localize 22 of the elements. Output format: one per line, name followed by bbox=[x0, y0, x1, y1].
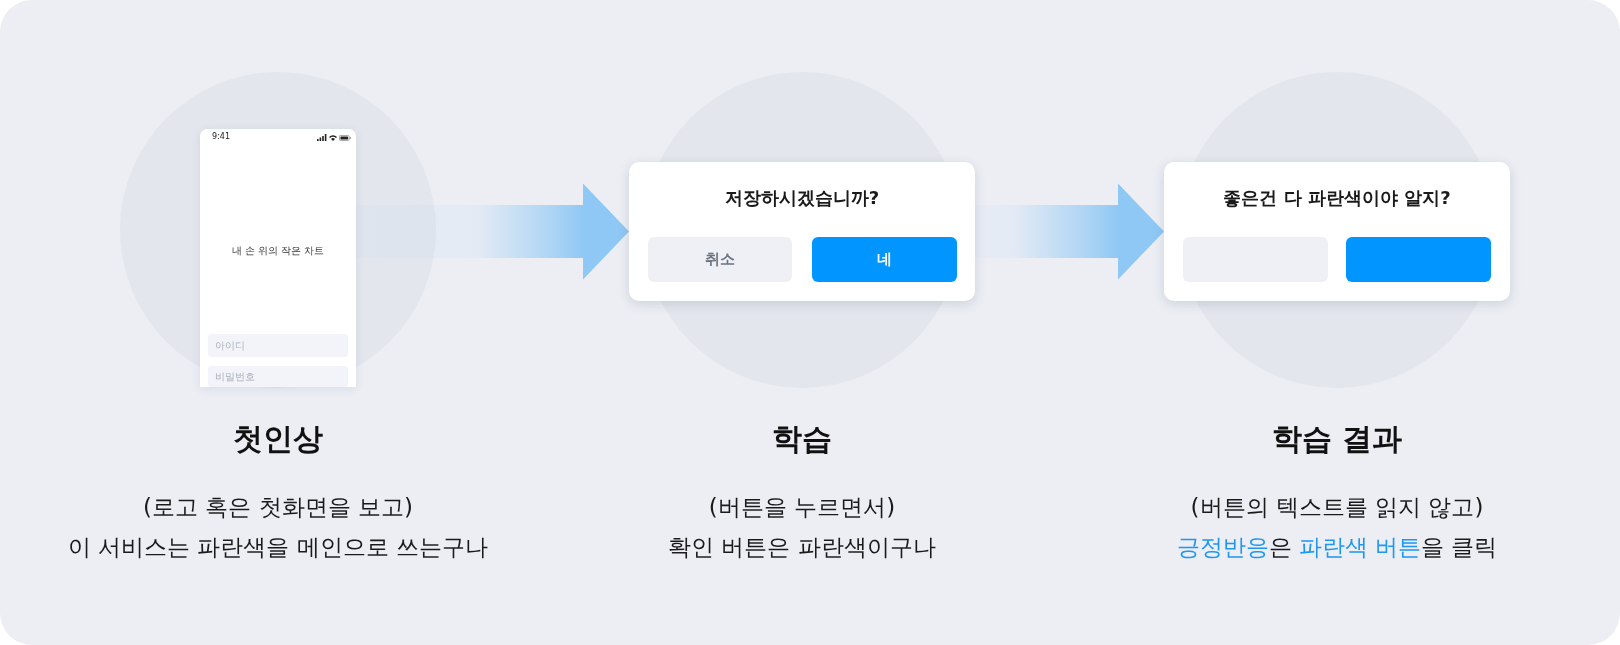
block-arrow bbox=[975, 183, 1164, 280]
step-title: 학습 결과 bbox=[1271, 420, 1403, 458]
input-field: 아이디 bbox=[208, 334, 348, 357]
step-description: 이 서비스는 파란색을 메인으로 쓰는구나 bbox=[67, 533, 489, 562]
step-description: (버튼을 누르면서) bbox=[708, 493, 896, 522]
input-field: 비밀번호 bbox=[208, 366, 348, 387]
step-description: 긍정반응은 파란색 버튼을 클릭 bbox=[1176, 533, 1498, 562]
primary-button: 네 bbox=[812, 237, 957, 282]
dialog-title: 좋은건 다 파란색이야 알지? bbox=[1223, 186, 1451, 210]
status-time: 9:41 bbox=[212, 132, 230, 142]
dialog-title: 저장하시겠습니까? bbox=[724, 186, 880, 210]
dialog-card bbox=[629, 162, 975, 301]
step-description: (로고 혹은 첫화면을 보고) bbox=[143, 493, 413, 522]
step-description: (버튼의 텍스트를 읽지 않고) bbox=[1190, 493, 1484, 522]
tagline: 내 손 위의 작은 차트 bbox=[231, 244, 325, 257]
primary-button bbox=[1346, 237, 1491, 282]
secondary-button: 취소 bbox=[648, 237, 792, 282]
phone-screen bbox=[200, 129, 356, 387]
step-title: 학습 bbox=[772, 420, 832, 458]
step-description: 확인 버튼은 파란색이구나 bbox=[668, 533, 936, 562]
step-title: 첫인상 bbox=[233, 420, 323, 458]
dialog-card bbox=[1164, 162, 1510, 301]
